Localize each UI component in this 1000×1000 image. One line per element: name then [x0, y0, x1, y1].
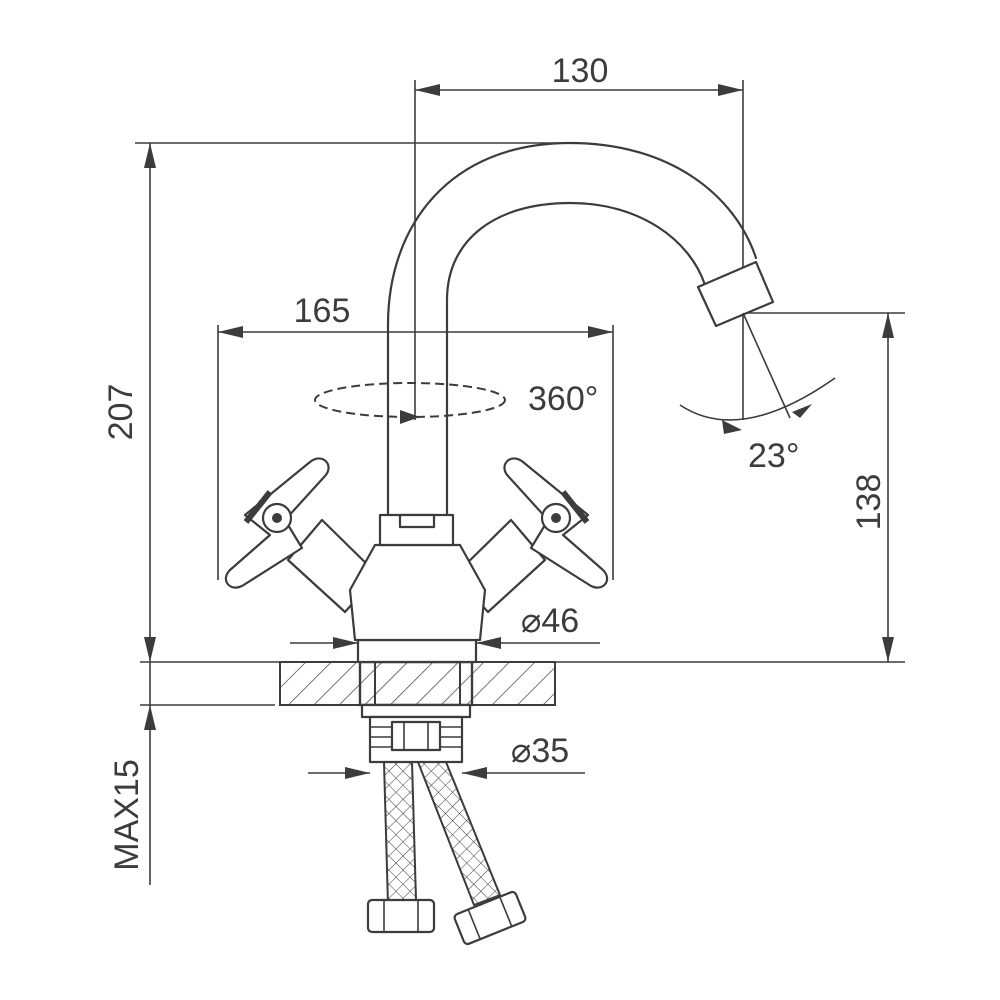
- spout-tilt-indicator: [679, 312, 836, 434]
- dimension-max-counter: MAX15: [108, 662, 156, 885]
- dimension-spout-reach: 130: [415, 52, 743, 96]
- right-cross-handle: [503, 457, 609, 589]
- dimension-total-height: 207: [102, 143, 156, 662]
- dimension-total-height-label: 207: [102, 384, 140, 441]
- dimension-max-counter-label: MAX15: [108, 759, 146, 871]
- dimension-outlet-height-label: 138: [850, 474, 888, 531]
- dimension-base-diameter: ⌀46: [290, 602, 600, 649]
- dimension-spout-reach-label: 130: [552, 52, 609, 90]
- dimension-handle-span: 165: [218, 292, 613, 338]
- swivel-rotation-indicator: [314, 382, 506, 424]
- faucet-body: [286, 513, 547, 664]
- dimension-mount-diameter: ⌀35: [308, 732, 585, 779]
- swivel-angle-label: 360°: [528, 380, 598, 418]
- spout-tilt-label: 23°: [748, 437, 799, 475]
- swivel-spout: [386, 141, 775, 517]
- countertop-section: [279, 660, 556, 707]
- dimension-handle-span-label: 165: [294, 292, 351, 330]
- dimension-outlet-height: 138: [850, 313, 894, 662]
- dimension-base-diameter-label: ⌀46: [521, 602, 579, 640]
- dimension-mount-diameter-label: ⌀35: [511, 732, 569, 770]
- mounting-nut: [360, 703, 472, 764]
- left-cross-handle: [224, 457, 330, 589]
- flexible-hoses: [366, 761, 527, 946]
